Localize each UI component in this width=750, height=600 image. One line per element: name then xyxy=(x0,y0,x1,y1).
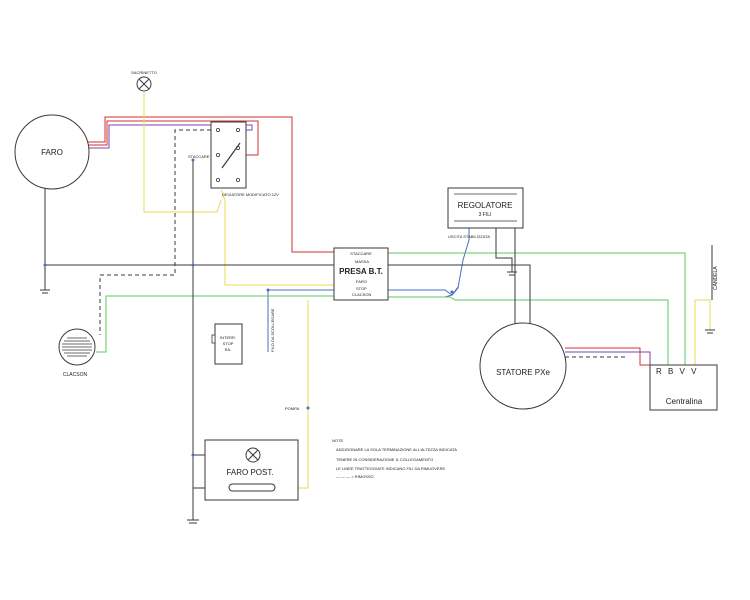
disconnect-wire-label: FILO DA SCOLLEGARE xyxy=(270,308,275,352)
stop-switch-box xyxy=(214,323,243,365)
stop-switch-label-1: INTERR. xyxy=(220,335,236,340)
headlight-circle xyxy=(14,114,90,190)
ground-symbols xyxy=(40,271,715,524)
connector-faro-label: FARO xyxy=(356,279,367,284)
legend: NOTE ADDIZIONARE LA SOLA TERMINAZIONE AL… xyxy=(332,438,457,479)
rear-light-label: FARO POST. xyxy=(226,468,273,477)
stator-label: STATORE PXe xyxy=(496,368,550,377)
junction-dots xyxy=(43,158,454,457)
connector-block: STACCARE MASSA PRESA B.T. FARO STOP CLAC… xyxy=(333,247,389,301)
red-wires xyxy=(72,116,660,366)
rear-light: FARO POST. xyxy=(204,439,299,501)
indicator-bulb: SACRINETTO xyxy=(131,70,157,92)
pump-label: POMPA xyxy=(285,406,299,411)
legend-item: TENERE IN CONSIDERAZIONE IL COLLEGAMENTO xyxy=(336,457,433,462)
headlight: FARO xyxy=(14,114,90,190)
horn-label: CLACSON xyxy=(63,372,88,378)
headlight-label: FARO xyxy=(41,148,63,157)
switch-lever xyxy=(221,142,241,169)
horn-grille-icon xyxy=(62,337,92,357)
control-unit: R B V V Centralina xyxy=(649,364,718,411)
control-unit-box xyxy=(649,364,718,411)
horn: CLACSON xyxy=(58,328,96,378)
connector-clacson-label: CLACSON xyxy=(352,292,371,297)
legend-item: LE LINEE TRATTEGGIATE INDICANO FILI DA R… xyxy=(336,466,445,471)
legend-title: NOTE xyxy=(332,438,343,443)
regulator: REGOLATORE 3 FILI USCITA STABILIZZATA xyxy=(447,187,524,239)
connector-staccare-label: STACCARE xyxy=(350,251,372,256)
control-unit-pins: R B V V xyxy=(656,367,698,376)
connector-title: PRESA B.T. xyxy=(339,267,383,276)
regulator-output-label: USCITA STABILIZZATA xyxy=(448,234,490,239)
green-wires xyxy=(96,252,686,365)
regulator-title: REGOLATORE xyxy=(458,201,513,210)
regulator-subtitle: 3 FILI xyxy=(479,212,492,218)
switch-assembly: STACCARE DEVIATORE MODIFICATO 12V xyxy=(188,121,279,197)
control-unit-label: Centralina xyxy=(666,397,703,406)
stop-switch-label-3: RA. xyxy=(225,347,232,352)
switch-label: DEVIATORE MODIFICATO 12V xyxy=(222,192,279,197)
connector-massa-label: MASSA xyxy=(355,259,369,264)
rear-lamp-tube-icon xyxy=(228,483,276,492)
stator: STATORE PXe xyxy=(479,322,567,410)
stop-switch-label-2: STOP xyxy=(223,341,234,346)
blue-wires xyxy=(267,228,470,352)
stop-switch: INTERR. STOP RA. FILO DA SCOLLEGARE xyxy=(211,308,275,365)
removed-wires xyxy=(99,129,625,358)
legend-item: — — — = RIMOSSO xyxy=(336,474,374,479)
purple-wires xyxy=(72,124,651,365)
connector-stop-label: STOP xyxy=(356,286,367,291)
spark-plug-label: CANDELA xyxy=(713,266,719,290)
switch-staccare-label: STACCARE xyxy=(188,154,210,159)
ground-wires xyxy=(44,160,713,520)
legend-item: ADDIZIONARE LA SOLA TERMINAZIONE ALL'ALT… xyxy=(336,447,457,452)
connector-box xyxy=(333,247,389,301)
stator-circle xyxy=(479,322,567,410)
indicator-bulb-label: SACRINETTO xyxy=(131,70,157,75)
